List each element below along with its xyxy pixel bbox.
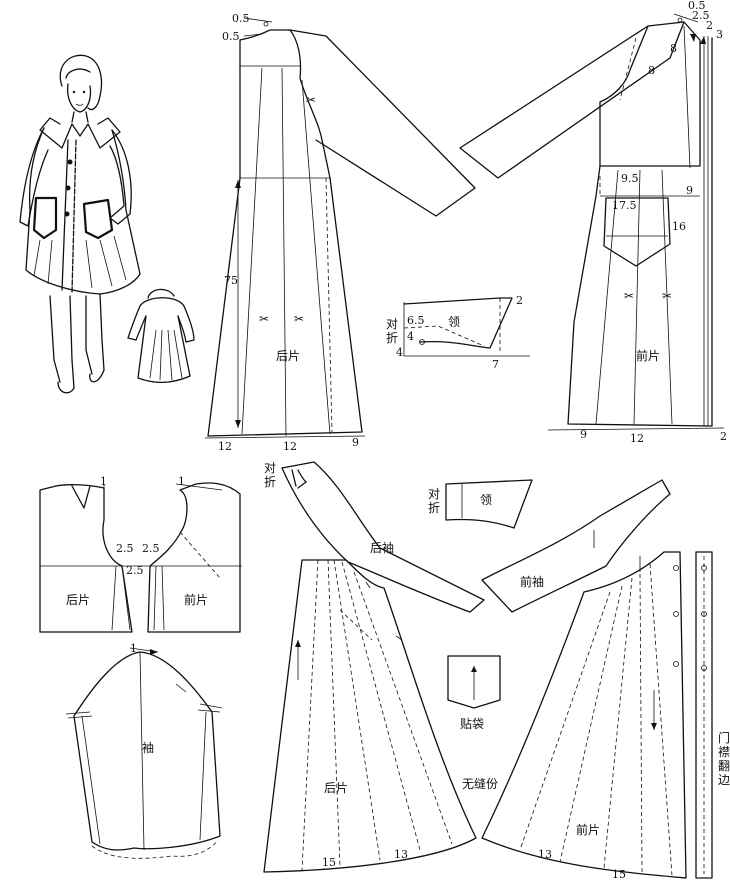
placket-label-char-4: 边 <box>718 773 730 787</box>
dim-front-neck-top: 0.5 <box>688 0 706 12</box>
dim-flare-back-hem-mid: 13 <box>394 848 408 861</box>
placket-label-char-2: 襟 <box>718 744 730 759</box>
back-sleeve-fold-label: 对 <box>264 461 276 475</box>
dim-front-hem-center: 12 <box>630 432 644 445</box>
dim-back-neck-side: 0.5 <box>222 30 240 43</box>
front-body-draft: ✂ ✂ 0.5 2.5 2 3 8 8 9.5 9 17.5 16 9 12 2… <box>459 0 727 445</box>
flared-front-piece: 13 15 前片 <box>481 551 687 881</box>
collar-piece: 对 折 领 <box>428 479 533 529</box>
placket-label-char-1: 门 <box>718 730 730 745</box>
dim-front-shoulder-b: 8 <box>648 64 655 77</box>
dim-flare-front-hem-mid: 15 <box>612 868 626 881</box>
dim-pocket-from-front: 9 <box>686 184 693 197</box>
flared-back-label: 后片 <box>324 781 348 795</box>
svg-text:折: 折 <box>264 474 276 489</box>
svg-text:折: 折 <box>386 330 398 345</box>
collar-fold-label: 对 <box>386 317 398 331</box>
dim-back-hem-center: 12 <box>283 440 297 453</box>
svg-text:✂: ✂ <box>259 312 269 326</box>
front-sleeve-piece: 前袖 <box>481 479 671 613</box>
dim-front-facing: 3 <box>716 28 723 41</box>
dim-pocket-depth: 16 <box>672 220 686 233</box>
collar-draft: 对 折 6.5 4 4 2 7 领 <box>386 294 530 371</box>
svg-text:✂: ✂ <box>306 93 316 107</box>
back-sleeve-piece: 对 折 后袖 <box>264 461 485 613</box>
back-body-draft: ✂ ✂ ✂ 0.5 0.5 75 12 12 9 后片 <box>204 12 476 453</box>
dim-collar-bottom: 4 <box>396 346 403 359</box>
svg-text:折: 折 <box>428 500 440 515</box>
svg-text:✂: ✂ <box>624 289 634 303</box>
dim-collar-length: 7 <box>492 358 499 371</box>
dim-bodice-front-arm: 2.5 <box>142 542 160 555</box>
flared-back-piece: 15 13 后片 <box>263 559 477 873</box>
dim-front-shoulder-a: 8 <box>670 42 677 55</box>
collar-piece-label: 领 <box>480 493 492 507</box>
dim-sleeve-cap-shift: 1 <box>130 642 137 655</box>
dim-front-hem-left: 9 <box>580 428 587 441</box>
sleeve-label: 袖 <box>142 740 154 755</box>
dim-collar-height: 6.5 <box>407 314 425 327</box>
dim-bodice-back-dart: 1 <box>100 475 107 488</box>
collar-piece-fold-label: 对 <box>428 487 440 501</box>
bodice-back-label: 后片 <box>66 593 90 607</box>
dim-back-hem-right: 9 <box>352 436 359 449</box>
bodice-front-block: 1 2.5 前片 <box>142 475 242 633</box>
coat-model-illustration <box>19 54 141 394</box>
dim-bodice-front-shoulder: 1 <box>178 475 185 488</box>
dim-flare-front-hem-left: 13 <box>538 848 552 861</box>
dim-pocket-from-side: 9.5 <box>621 172 639 185</box>
bodice-front-label: 前片 <box>184 592 208 607</box>
coat-back-view-illustration <box>127 288 195 383</box>
no-seam-allowance-note: 无缝份 <box>462 776 498 791</box>
back-piece-label: 后片 <box>276 349 300 363</box>
dim-front-hem-right: 2 <box>720 430 727 443</box>
pocket-label: 贴袋 <box>460 717 484 731</box>
dim-back-hem-left: 12 <box>218 440 232 453</box>
sleeve-block: 1 袖 <box>65 642 223 859</box>
front-piece-label: 前片 <box>636 348 660 363</box>
dim-front-neck-drop: 2.5 <box>692 9 710 22</box>
flared-front-label: 前片 <box>576 822 600 837</box>
collar-draft-label: 领 <box>448 315 460 329</box>
dim-pocket-width: 17.5 <box>612 199 637 212</box>
svg-text:✂: ✂ <box>294 312 304 326</box>
front-sleeve-label: 前袖 <box>520 574 544 589</box>
dim-front-overlap: 2 <box>706 19 713 32</box>
bodice-back-block: 1 2.5 2.5 后片 <box>39 475 150 633</box>
dim-back-length: 75 <box>224 274 238 287</box>
dim-back-neck-top: 0.5 <box>232 12 250 25</box>
placket-label-char-3: 翻 <box>718 759 730 773</box>
dim-flare-back-hem-left: 15 <box>322 856 336 869</box>
dim-collar-stand: 4 <box>407 330 414 343</box>
patch-pocket-piece: 贴袋 <box>447 655 501 731</box>
dim-collar-point: 2 <box>516 294 523 307</box>
dim-bodice-back-arm-b: 2.5 <box>126 564 144 577</box>
dim-bodice-back-arm-a: 2.5 <box>116 542 134 555</box>
placket-facing-strip: 门 襟 翻 边 <box>695 551 730 879</box>
svg-text:✂: ✂ <box>662 289 672 303</box>
back-sleeve-label: 后袖 <box>370 540 394 555</box>
